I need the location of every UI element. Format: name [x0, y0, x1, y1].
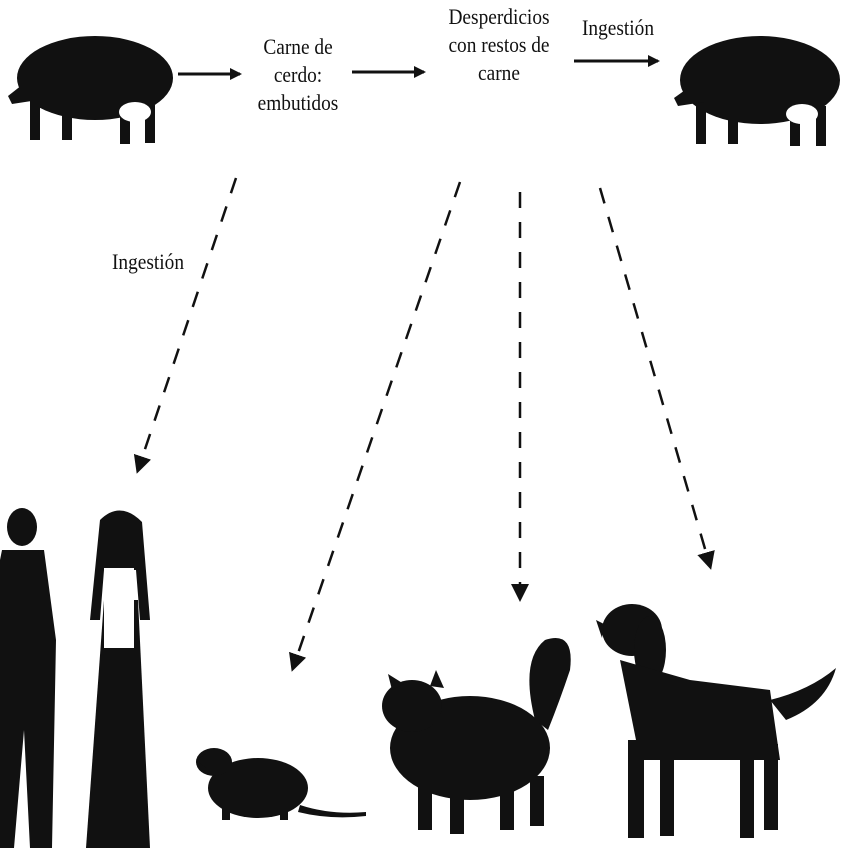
dashed-arrow-desperdicios-to-dog [600, 188, 710, 566]
node-carne-de-cerdo: Carne de cerdo: embutidos [250, 33, 347, 117]
dog-figure [596, 604, 836, 838]
node-desperdicios-line-2: con restos de [433, 31, 565, 59]
dashed-arrow-desperdicios-to-rat [293, 182, 460, 668]
edge-label-ingestion-top: Ingestión [578, 14, 659, 42]
node-carne-line-1: Carne de [250, 33, 347, 61]
node-carne-line-3: embutidos [250, 89, 347, 117]
humans-figure [0, 508, 150, 848]
node-desperdicios-line-1: Desperdicios [433, 3, 565, 31]
pig-infected-figure [674, 36, 840, 146]
cat-figure [382, 638, 571, 834]
rat-figure [196, 748, 366, 820]
pig-source-figure [8, 36, 173, 144]
node-carne-line-2: cerdo: [250, 61, 347, 89]
dashed-arrow-carne-to-humans [138, 178, 236, 470]
node-desperdicios-line-3: carne [433, 59, 565, 87]
edge-label-ingestion-left: Ingestión [108, 248, 189, 276]
node-desperdicios: Desperdicios con restos de carne [433, 3, 565, 87]
